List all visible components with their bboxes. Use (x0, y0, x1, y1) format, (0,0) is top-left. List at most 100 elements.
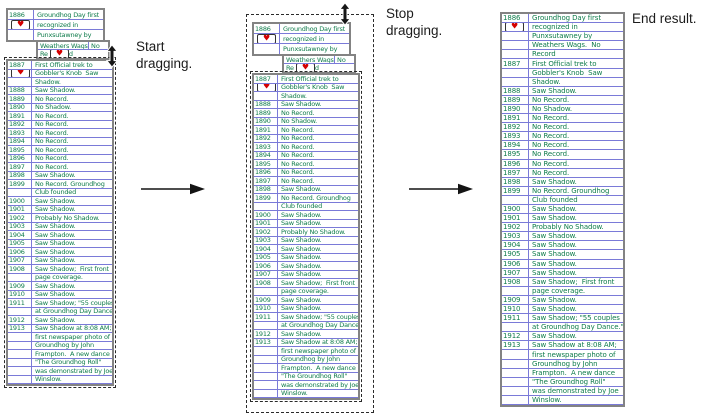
record-text: Probably No Shadow. (35, 214, 100, 222)
grid-line: Frampton. A new dance (502, 368, 623, 378)
heart-symbol-button[interactable]: ♥ (11, 20, 30, 29)
year-cell: 1912 (502, 332, 529, 341)
grid-line: Winslow. (502, 395, 623, 406)
heart-symbol-button[interactable]: ♥ (49, 50, 69, 58)
grid-line: "The Groundhog Roll" (502, 377, 623, 387)
grid-line: Club founded (8, 188, 112, 197)
heart-symbol-button[interactable]: ♥ (257, 83, 276, 91)
year-cell (502, 32, 529, 41)
year-cell: 1898 (502, 177, 529, 186)
year-cell (502, 50, 529, 59)
record-text: Probably No Shadow. (281, 228, 346, 236)
year-cell: 1905 (254, 253, 278, 261)
record-text: at Groundhog Day Dance." (281, 321, 358, 330)
year-cell: 1895 (254, 160, 278, 168)
record-text: Saw Shadow. (35, 197, 76, 205)
record-text: Saw Shadow. (281, 296, 322, 304)
record-text: Saw Shadow. (281, 270, 322, 279)
record-text: Gobbler's Knob Saw (281, 83, 345, 92)
year-cell (254, 287, 278, 295)
record-text: Saw Shadow. (35, 222, 76, 231)
record-text: Club founded (281, 202, 323, 211)
drag-ghost-record-box[interactable]: 1886 Groundhog Day first ♥ recognized in… (252, 22, 351, 56)
record-text: Shadow. (35, 78, 61, 86)
ghost-line: Re♥d (284, 64, 354, 72)
record-text: was demonstrated by Joe (532, 386, 619, 395)
grid-line: Shadow. (254, 92, 358, 101)
year-cell: 1894 (502, 141, 529, 150)
year-cell: 1910 (254, 304, 278, 312)
grid-line: Gobbler's Knob Saw (502, 68, 623, 78)
record-text: Re♥d (40, 50, 73, 58)
flow-arrow-icon (140, 180, 206, 199)
grid-line: ♥ Gobbler's Knob Saw (254, 83, 358, 92)
year-cell: 1908 (254, 279, 278, 287)
year-cell (254, 321, 278, 329)
year-cell: 1899 (8, 180, 32, 188)
record-text: "The Groundhog Roll" (281, 372, 348, 381)
year-cell: 1906 (8, 248, 32, 256)
year-cell: 1894 (254, 151, 278, 159)
vertical-resize-cursor-icon[interactable] (105, 43, 119, 72)
heart-symbol-button[interactable]: ♥ (295, 64, 315, 72)
record-text: No Record. (281, 143, 315, 151)
year-cell: 1912 (254, 330, 278, 338)
heart-icon: ♥ (17, 20, 24, 28)
record-text: Record (532, 50, 556, 59)
record-text: recognized in (532, 23, 578, 32)
resize-extent-marquee[interactable] (246, 14, 374, 413)
grid-line: Weathers Wags. No (502, 41, 623, 51)
year-cell: ♥ (8, 20, 34, 29)
grid-line: ♥Gobbler's Knob Saw (8, 69, 112, 78)
year-cell: 1906 (502, 259, 529, 268)
heart-symbol-button[interactable]: ♥ (505, 23, 524, 32)
record-text: Groundhog Day first (283, 24, 345, 33)
record-text: No Record. (532, 123, 570, 132)
heart-symbol-button[interactable]: ♥ (257, 34, 276, 43)
record-text: page coverage. (281, 287, 329, 296)
year-cell: 1905 (8, 239, 32, 247)
heart-symbol-button[interactable]: ♥ (11, 69, 30, 77)
year-cell (502, 323, 529, 332)
record-text: Saw Shadow. (35, 256, 76, 265)
year-cell: 1894 (8, 137, 32, 145)
grid-line: page coverage. (8, 273, 112, 282)
record-text: First Official trek to (532, 59, 597, 68)
drag-ghost-record-box[interactable]: 1886 Groundhog Day first ♥ recognized in… (6, 8, 105, 42)
year-cell: 1908 (502, 277, 529, 286)
year-cell: 1913 (8, 324, 32, 332)
record-text: Saw Shadow. (35, 171, 76, 180)
record-text: Saw Shadow. (35, 282, 76, 290)
vertical-resize-cursor-icon[interactable] (338, 1, 352, 30)
heart-icon: ♥ (55, 50, 63, 58)
record-text: Club founded (532, 195, 578, 204)
grid-line: was demonstrated by Joe (8, 367, 112, 376)
record-text: Saw Shadow. (532, 241, 577, 250)
